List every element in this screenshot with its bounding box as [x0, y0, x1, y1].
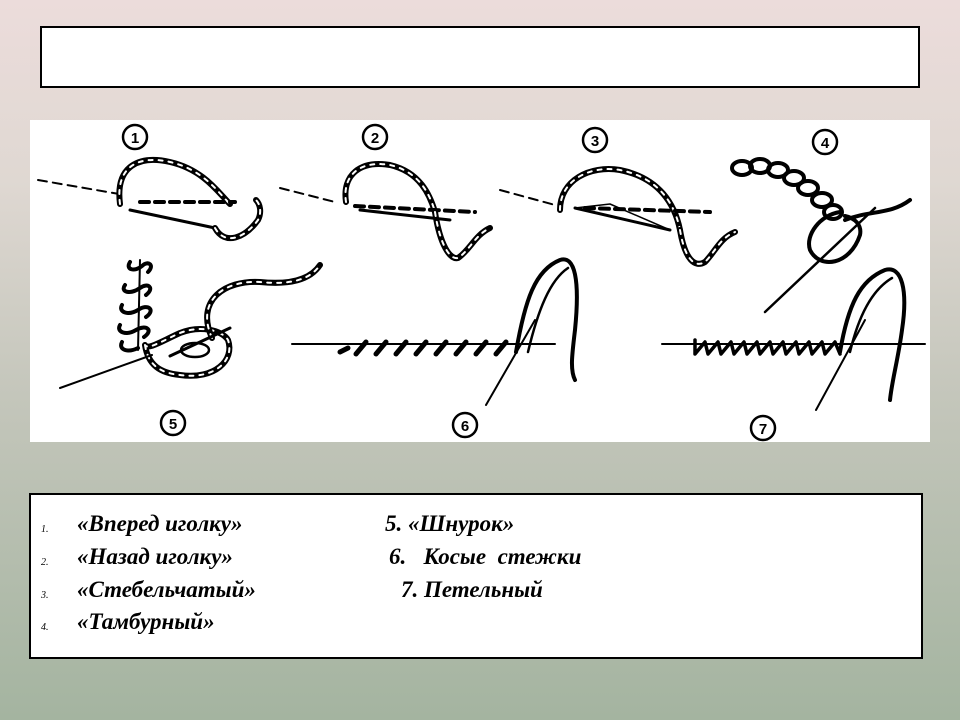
stitch-diagram: 1 2 3 — [37, 123, 926, 442]
stitch-2-backstitch: 2 — [279, 123, 493, 262]
figure-5-marker — [159, 409, 187, 437]
figure-3-number: 3 — [591, 133, 599, 150]
figure-6-marker — [451, 411, 479, 439]
legend-item-chain: «Тамбурный» — [77, 609, 215, 634]
legend-marker: 1. — [41, 524, 49, 535]
title-box — [40, 26, 920, 88]
figure-7-number: 7 — [759, 421, 767, 438]
legend-item-running: «Вперед иголку» — [77, 511, 243, 536]
figure-2-number: 2 — [371, 130, 379, 147]
figure-4-marker — [811, 128, 839, 156]
stitch-1-running: 1 — [37, 123, 264, 241]
legend-item-cord: 5. «Шнурок» — [385, 511, 515, 536]
legend-marker: 3. — [41, 590, 49, 601]
figure-3-marker — [581, 126, 609, 154]
figure-7-marker — [749, 414, 777, 442]
figure-1-marker — [121, 123, 149, 151]
legend-item-blanket: 7. Петельный — [401, 577, 543, 602]
stitch-3-stem: 3 — [499, 126, 738, 267]
figure-5-number: 5 — [169, 416, 177, 433]
legend-item-backstitch: «Назад иголку» — [77, 544, 233, 569]
stitch-4-chain: 4 — [730, 128, 912, 314]
figure-2-marker — [361, 123, 389, 151]
legend-item-slanted: 6. Косые стежки — [389, 544, 582, 569]
stitch-7-blanket: 7 — [661, 267, 926, 442]
legend-item-stem: «Стебельчатый» — [77, 577, 256, 602]
stitch-illustrations: 1 2 3 — [30, 120, 930, 442]
legend-marker: 4. — [41, 622, 49, 633]
stitch-legend: 1. «Вперед иголку» 2. «Назад иголку» 3. … — [29, 493, 923, 659]
figure-4-number: 4 — [821, 135, 830, 152]
stitch-5-cord: 5 — [59, 259, 323, 437]
figure-1-number: 1 — [131, 130, 139, 147]
figure-6-number: 6 — [461, 418, 469, 435]
legend-marker: 2. — [41, 557, 49, 568]
stitch-6-slanted: 6 — [291, 257, 579, 439]
